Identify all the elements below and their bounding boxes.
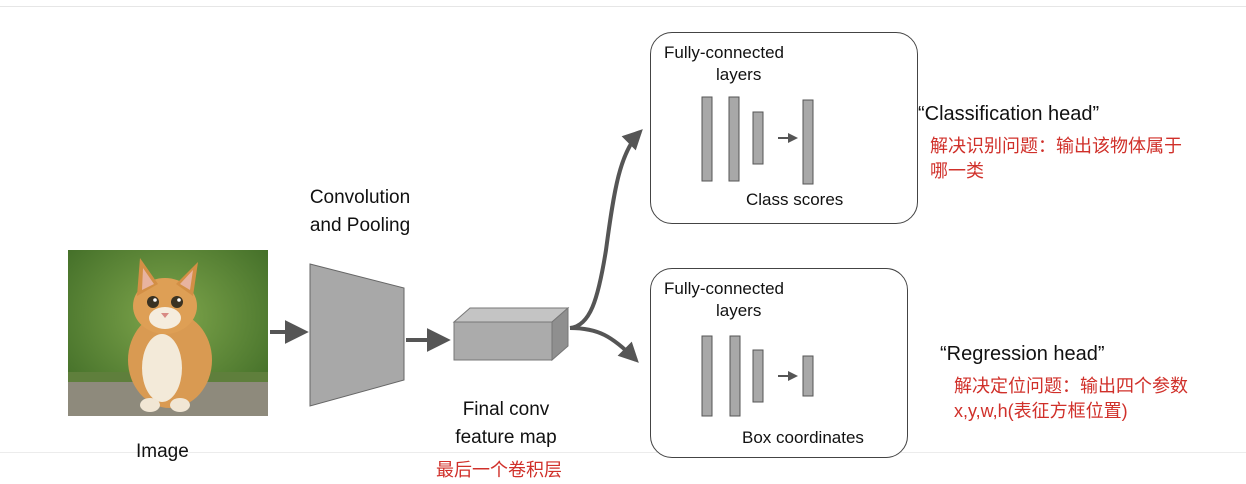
conv-pooling-shape (309, 263, 405, 407)
classification-fc-title-line1: Fully-connected (664, 43, 785, 62)
cat-image (68, 250, 268, 416)
top-divider (0, 6, 1246, 7)
regression-annotation: 解决定位问题：输出四个参数 x,y,w,h(表征方框位置) (954, 374, 1188, 424)
classification-fc-title: Fully-connected layers (664, 42, 784, 86)
conv-label-line2: and Pooling (309, 215, 411, 236)
regression-fc-box (650, 268, 908, 458)
box-coordinates-label: Box coordinates (742, 428, 864, 447)
feature-map-label-line2: feature map (455, 427, 557, 448)
classification-annotation: 解决识别问题：输出该物体属于 哪一类 (930, 134, 1182, 184)
feature-map-cuboid (452, 306, 570, 362)
conv-label: Convolution and Pooling (290, 186, 430, 238)
classification-fc-layers (701, 96, 814, 185)
arrow-to-regression (569, 326, 639, 363)
regression-head-title: “Regression head” (940, 343, 1105, 365)
feature-map-annotation: 最后一个卷积层 (436, 460, 562, 480)
regression-fc-title-line1: Fully-connected (664, 279, 785, 298)
feature-map-label-line1: Final conv (462, 399, 550, 420)
classification-annotation-line2: 哪一类 (930, 161, 984, 181)
image-label: Image (136, 441, 189, 462)
regression-annotation-line2: x,y,w,h(表征方框位置) (954, 401, 1128, 421)
feature-map-label: Final conv feature map (436, 398, 576, 450)
class-scores-label: Class scores (746, 190, 844, 209)
conv-label-line1: Convolution (309, 187, 411, 208)
classification-fc-box (650, 32, 918, 224)
bottom-divider (0, 452, 1246, 453)
regression-fc-layers (701, 335, 814, 417)
arrow-to-classification (569, 129, 643, 330)
regression-annotation-line1: 解决定位问题：输出四个参数 (954, 376, 1188, 396)
regression-fc-title: Fully-connected layers (664, 278, 784, 322)
regression-fc-title-line2: layers (716, 301, 762, 320)
classification-fc-title-line2: layers (716, 65, 762, 84)
classification-annotation-line1: 解决识别问题：输出该物体属于 (930, 136, 1182, 156)
classification-head-title: “Classification head” (918, 103, 1100, 125)
